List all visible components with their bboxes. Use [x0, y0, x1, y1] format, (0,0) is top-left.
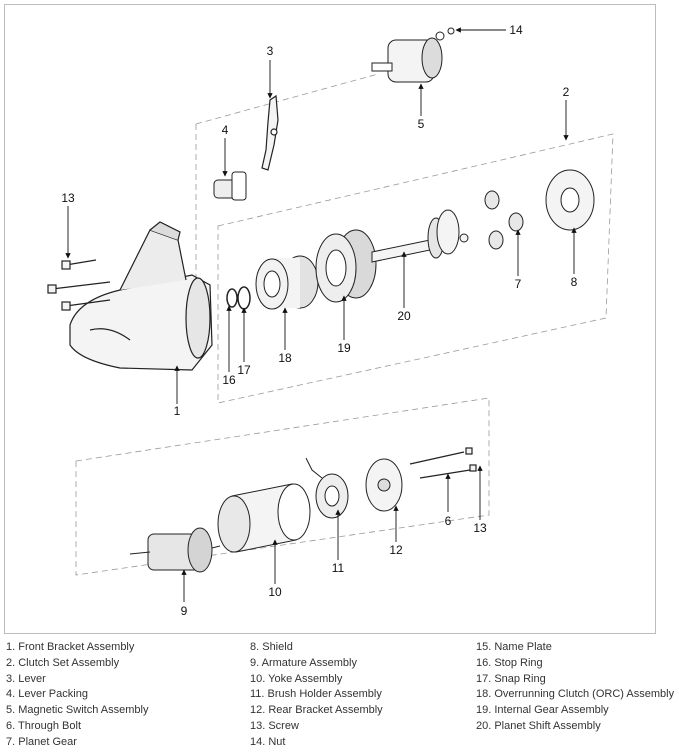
legend-item: 1. Front Bracket Assembly	[6, 641, 135, 653]
callout-10: 10	[268, 585, 282, 599]
callout-4: 4	[222, 123, 229, 137]
overrunning-clutch-part	[255, 255, 319, 310]
legend-column-1: 1. Front Bracket Assembly 2. Clutch Set …	[6, 640, 148, 751]
exploded-view-diagram: 3 4 5 14 2 13 1 16 17 18 19 20 7 8 9 10 …	[47, 23, 614, 618]
assembly-dashed-lines	[75, 73, 614, 576]
legend-item: 14. Nut	[250, 735, 286, 748]
callout-16: 16	[222, 373, 236, 387]
callout-12: 12	[389, 543, 403, 557]
callout-leader-lines	[65, 27, 577, 602]
shield-part	[545, 169, 595, 231]
callout-11: 11	[332, 561, 345, 575]
brush-holder-part	[305, 457, 349, 519]
legend-item: 17. Snap Ring	[476, 672, 546, 685]
legend-item: 12. Rear Bracket Assembly	[250, 704, 383, 717]
legend-item: 20. Planet Shift Assembly	[476, 719, 601, 732]
legend-item: 18. Overrunning Clutch (ORC) Assembly	[476, 688, 675, 701]
legend-item: 4. Lever Packing	[6, 688, 88, 701]
callout-13-front: 13	[61, 191, 75, 205]
screw-parts	[47, 259, 111, 311]
legend-item: 3. Lever	[6, 672, 46, 685]
legend-item: 13. Screw	[250, 719, 299, 732]
callout-6: 6	[445, 514, 452, 528]
yoke-part	[217, 483, 311, 553]
legend-item: 5. Magnetic Switch Assembly	[6, 704, 149, 717]
legend-item: 16. Stop Ring	[476, 656, 543, 669]
armature-part	[129, 527, 221, 573]
callout-17: 17	[237, 363, 251, 377]
legend-column-2: 8. Shield 9. Armature Assembly 10. Yoke …	[250, 640, 383, 751]
legend-item: 11. Brush Holder Assembly	[250, 688, 382, 701]
magnetic-switch-part	[371, 27, 455, 83]
rings-part	[226, 286, 251, 310]
callout-7: 7	[515, 277, 522, 291]
legend-item: 15. Name Plate	[476, 641, 552, 653]
legend-item: 2. Clutch Set Assembly	[6, 656, 120, 669]
callout-1: 1	[174, 404, 181, 418]
lever-packing-part	[213, 171, 247, 201]
internal-gear-part	[315, 229, 377, 303]
callout-3: 3	[267, 44, 274, 58]
legend-item: 19. Internal Gear Assembly	[476, 704, 609, 717]
lever-part	[261, 94, 279, 171]
legend-item: 7. Planet Gear	[6, 735, 77, 748]
callout-13-rear: 13	[473, 521, 487, 535]
planet-shaft-part	[371, 209, 469, 263]
callout-labels: 3 4 5 14 2 13 1 16 17 18 19 20 7 8 9 10 …	[61, 23, 577, 618]
callout-19: 19	[337, 341, 351, 355]
legend-column-3: 15. Name Plate 16. Stop Ring 17. Snap Ri…	[476, 640, 674, 735]
callout-14: 14	[509, 23, 523, 37]
rear-bracket-part	[365, 458, 403, 512]
legend-item: 8. Shield	[250, 641, 293, 653]
legend-item: 10. Yoke Assembly	[250, 672, 343, 685]
callout-2: 2	[563, 85, 570, 99]
planet-gear-parts	[484, 190, 524, 250]
callout-20: 20	[397, 309, 411, 323]
callout-18: 18	[278, 351, 292, 365]
legend-item: 9. Armature Assembly	[250, 656, 357, 669]
front-bracket-part	[69, 221, 213, 371]
legend-item: 6. Through Bolt	[6, 719, 82, 732]
diagram-frame	[4, 4, 656, 634]
callout-9: 9	[181, 604, 188, 618]
callout-8: 8	[571, 275, 578, 289]
callout-5: 5	[418, 117, 425, 131]
through-bolt-parts	[409, 447, 477, 479]
